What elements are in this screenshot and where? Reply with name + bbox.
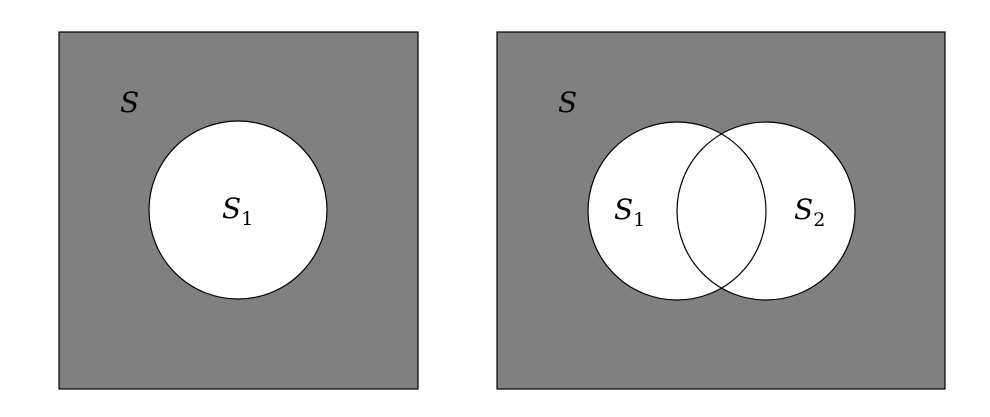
set-s2-circle [676, 121, 856, 301]
set-s1-label: S1 [614, 193, 645, 231]
universe-label: S [120, 86, 139, 119]
venn-panel-single-set: S S1 [58, 31, 419, 390]
universe-label: S [558, 86, 577, 119]
set-s1-circle [587, 121, 767, 301]
venn-panel-two-sets: S S1 S2 [496, 31, 946, 390]
set-s1-circle [148, 120, 328, 300]
set-s2-label: S2 [794, 193, 825, 231]
set-s1-label: S1 [222, 192, 253, 230]
